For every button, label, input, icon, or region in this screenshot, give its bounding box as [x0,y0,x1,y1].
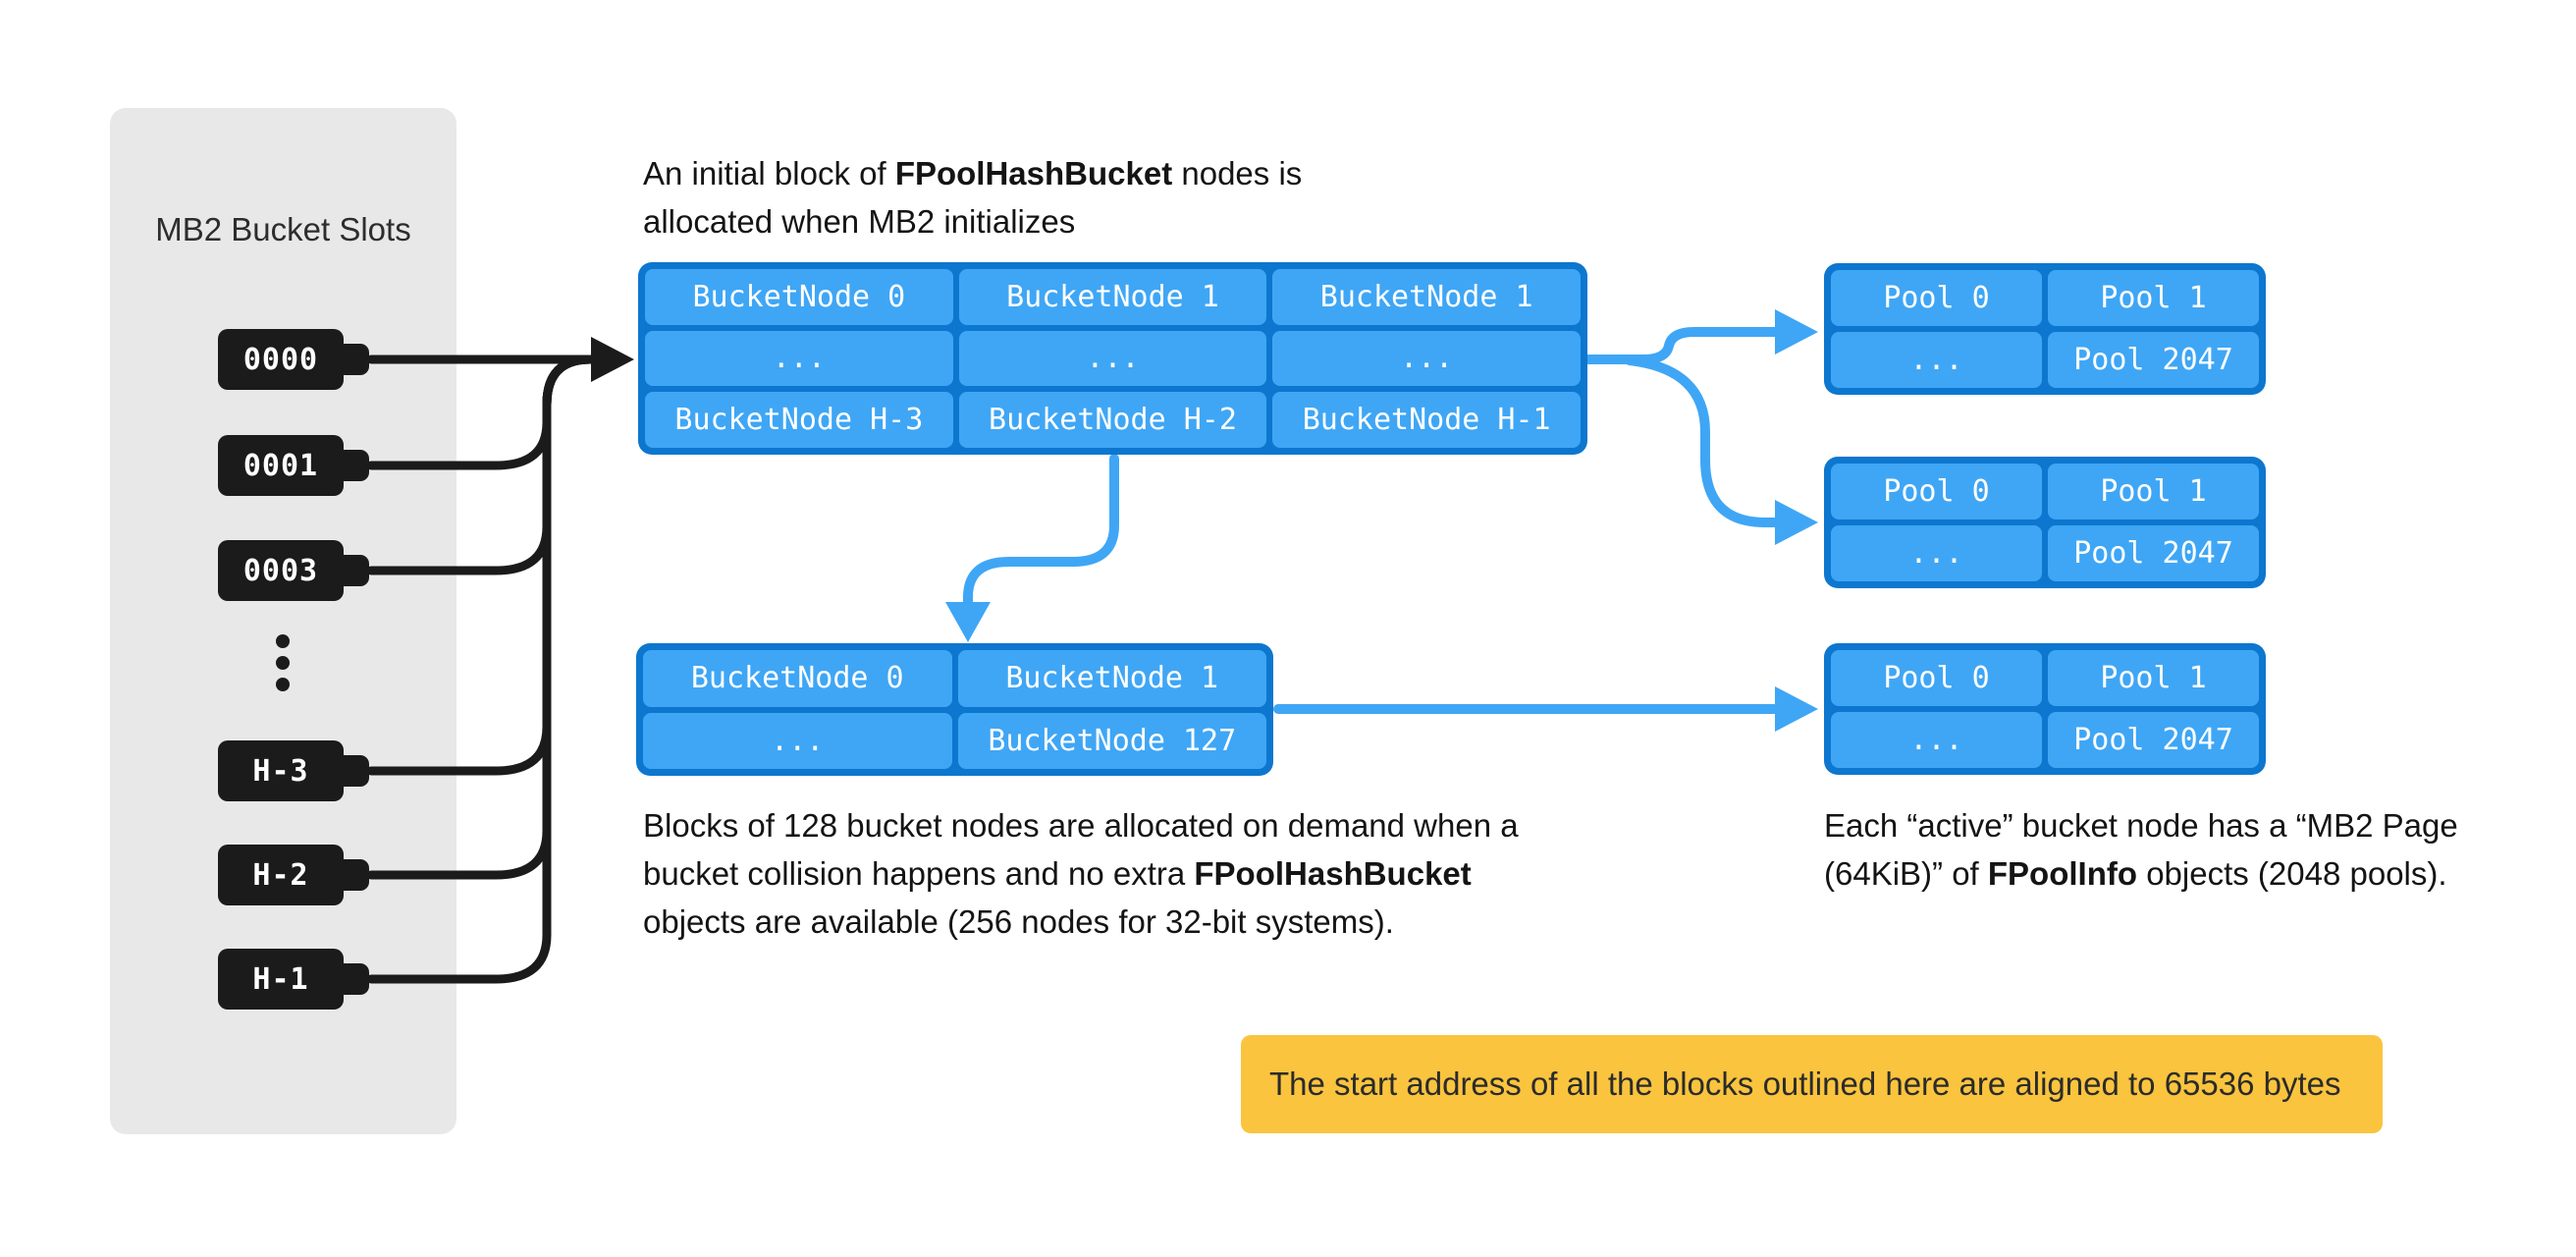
pool-page-block-3: Pool 0 Pool 1 ... Pool 2047 [1824,643,2266,775]
table-cell: BucketNode 1 [1272,269,1581,325]
table-cell: Pool 2047 [2048,332,2259,388]
table-cell: BucketNode 1 [958,269,1267,325]
note-initial-block: An initial block of FPoolHashBucket node… [643,149,1302,246]
table-cell: BucketNode H-2 [958,392,1267,448]
note-text: An initial block of [643,155,895,191]
slot-label: H-3 [252,753,309,789]
initial-bucketnode-block: BucketNode 0 BucketNode 1 BucketNode 1 .… [638,262,1587,455]
slot-label: 0001 [242,448,319,483]
slot-label: H-2 [252,857,309,893]
alignment-callout: The start address of all the blocks outl… [1241,1035,2383,1133]
note-text: allocated when MB2 initializes [643,203,1076,240]
ellipsis-dots [276,634,290,691]
pool-arrow-upper [1583,327,1782,364]
callout-text: The start address of all the blocks outl… [1269,1066,2341,1102]
arrowhead-blue-right [1775,309,1818,355]
slot-label: H-1 [252,961,309,997]
note-text: (64KiB)” of [1824,855,1988,892]
bucket-slot-0001: 0001 [218,435,369,496]
note-text: Blocks of 128 bucket nodes are allocated… [643,807,1519,844]
note-pool-pages: Each “active” bucket node has a “MB2 Pag… [1824,801,2458,898]
table-cell: ... [958,330,1267,387]
table-cell: BucketNode H-1 [1272,392,1581,448]
table-cell: BucketNode 127 [957,712,1266,769]
bucket-slot-h2: H-2 [218,845,369,905]
note-text-bold: FPoolInfo [1987,855,2138,892]
table-cell: Pool 1 [2048,464,2259,519]
table-cell: BucketNode H-3 [645,392,953,448]
table-cell: Pool 0 [1831,270,2042,326]
table-cell: ... [1831,525,2042,581]
note-text-bold: FPoolHashBucket [894,155,1173,191]
table-cell: BucketNode 1 [957,650,1266,707]
bucket-slot-h3: H-3 [218,740,369,801]
table-cell: Pool 1 [2048,270,2259,326]
note-overflow-blocks: Blocks of 128 bucket nodes are allocated… [643,801,1519,946]
table-cell: ... [1831,712,2042,768]
table-cell: ... [643,712,952,769]
note-text: bucket collision happens and no extra [643,855,1195,892]
note-text: objects are available (256 nodes for 32-… [643,903,1394,940]
arrowhead-blue-right [1775,686,1818,732]
panel-title: MB2 Bucket Slots [155,211,411,247]
overflow-bucketnode-block: BucketNode 0 BucketNode 1 ... BucketNode… [636,643,1273,776]
pool-page-block-1: Pool 0 Pool 1 ... Pool 2047 [1824,263,2266,395]
table-cell: Pool 1 [2048,650,2259,706]
bucket-slot-h1: H-1 [218,949,369,1010]
slot-label: 0003 [242,553,319,588]
arrowhead-black [591,337,634,382]
slot-label: 0000 [242,342,319,377]
table-cell: BucketNode 0 [643,650,952,707]
table-cell: Pool 0 [1831,464,2042,519]
note-text: Each “active” bucket node has a “MB2 Pag… [1824,807,2458,844]
bucket-slot-0000: 0000 [218,329,369,390]
table-cell: Pool 2047 [2048,712,2259,768]
pool-arrow-lower [1625,355,1782,527]
overflow-arrow [963,454,1119,608]
bucket-slot-0003: 0003 [218,540,369,601]
arrowhead-blue-right [1775,500,1818,545]
table-cell: Pool 2047 [2048,525,2259,581]
table-cell: ... [1831,332,2042,388]
note-text: objects (2048 pools). [2137,855,2447,892]
table-cell: BucketNode 0 [645,269,953,325]
note-text: nodes is [1172,155,1303,191]
pool-page-block-2: Pool 0 Pool 1 ... Pool 2047 [1824,457,2266,588]
table-cell: ... [645,330,953,387]
note-text-bold: FPoolHashBucket [1194,855,1472,892]
table-cell: Pool 0 [1831,650,2042,706]
table-cell: ... [1272,330,1581,387]
arrowhead-blue-down [945,602,991,642]
